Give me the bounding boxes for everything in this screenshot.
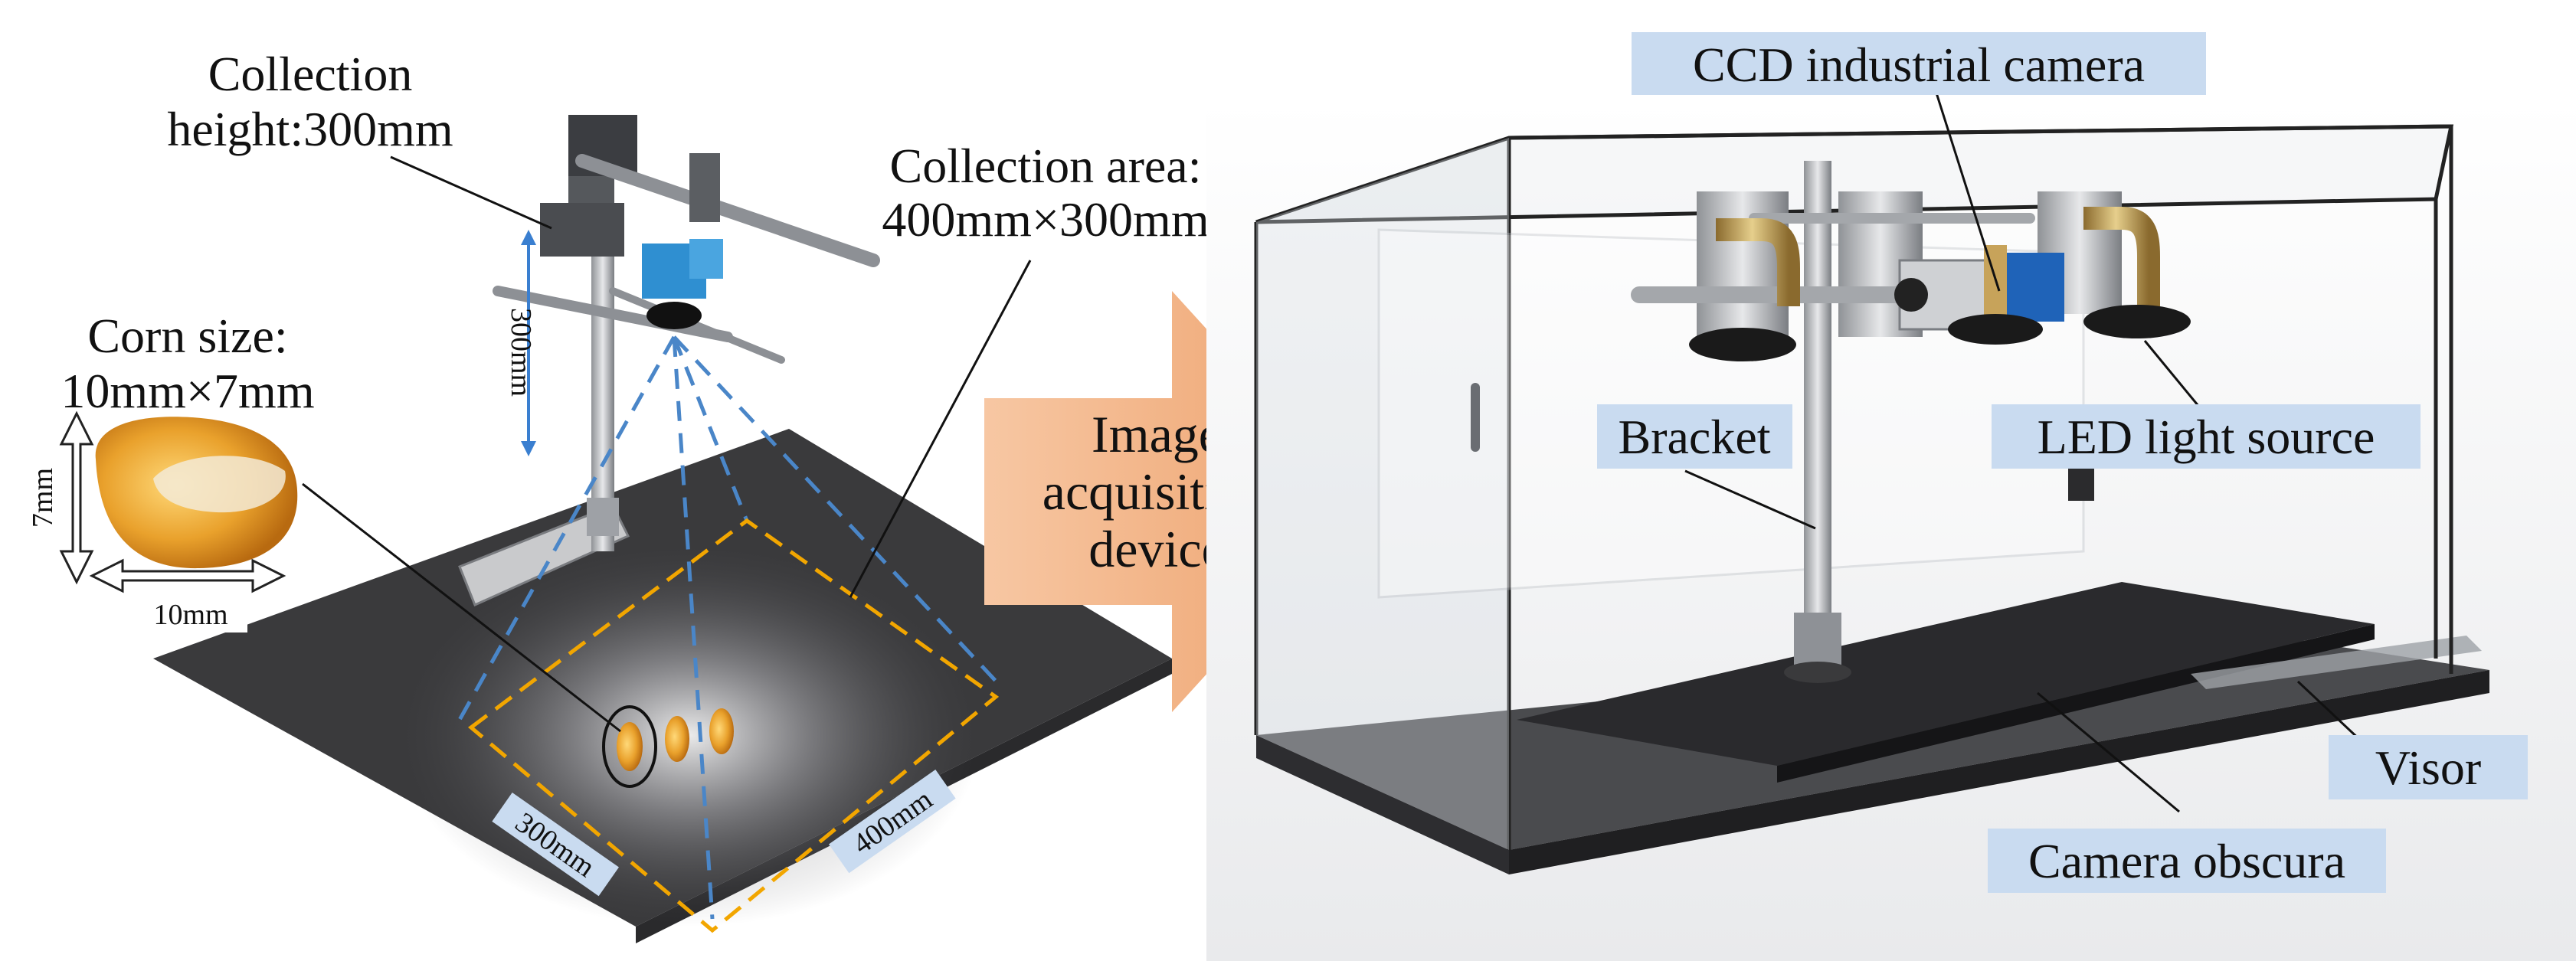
label-visor: Visor [2329,735,2528,799]
ccd-leader-line [1933,85,2001,292]
dim-300mm-vertical: 300mm [505,308,537,397]
kernel-1 [617,722,643,771]
base-plate-front [1509,670,2489,874]
led-ring [646,302,702,329]
visor-leader-line [2296,680,2365,744]
kernel-3 [709,708,734,754]
corn-size-line2: 10mm×7mm [61,364,314,418]
stand-base-rail [458,504,630,607]
label-bracket: Bracket [1597,404,1792,469]
obscura-leader-line [2037,691,2180,813]
left-panel [59,115,1172,943]
label-ccd-camera: CCD industrial camera [1632,32,2206,95]
transition-arrow [984,291,1363,712]
bracket-text: Bracket [1619,410,1771,464]
arrow-label-line1: Image [1092,405,1222,463]
corn-width-arrow [89,558,286,593]
corn-height-arrow [59,410,94,585]
collection-area-line2: 400mm×300mm [882,192,1209,247]
visor-strip [2191,636,2482,689]
arrow-label-line3: device [1088,520,1224,578]
collection-area-outline [467,518,1000,933]
base-plate-left [1256,735,1509,874]
kernel-2 [665,716,689,762]
bracket-leader-line [1684,469,1816,530]
kernel-highlight-circle [602,705,657,788]
bracket-column [1804,161,1831,674]
led-ring-left [1689,328,1796,361]
dim-7mm: 7mm [27,468,59,528]
led-ring-center [1948,314,2043,345]
visor-text: Visor [2375,740,2481,795]
right-panel [1206,85,2576,961]
door-handle [1471,383,1480,452]
corn-leader-line [302,482,621,733]
camera-obscura-tray [1517,582,2375,766]
ccd-camera-text: CCD industrial camera [1693,38,2145,92]
height-leader-line [390,155,552,230]
led-ring-right [2083,305,2191,338]
collection-height-line1: Collection [208,47,413,101]
camera-view-rays [457,335,1005,920]
collection-height-line2: height:300mm [167,102,453,156]
dim-10mm: 10mm [153,599,227,631]
led-light-text: LED light source [2038,410,2375,464]
brass-elbow-left [1716,218,1800,306]
collection-area-line1: Collection area: [890,139,1202,193]
label-led-light: LED light source [1992,404,2421,469]
brass-elbow-right [2083,207,2160,306]
corn-size-line1: Corn size: [87,309,287,363]
camera-obscura-text: Camera obscura [2028,834,2345,888]
led-leader-line [2143,340,2200,407]
area-leader-line [849,260,1032,598]
label-camera-obscura: Camera obscura [1988,829,2386,893]
